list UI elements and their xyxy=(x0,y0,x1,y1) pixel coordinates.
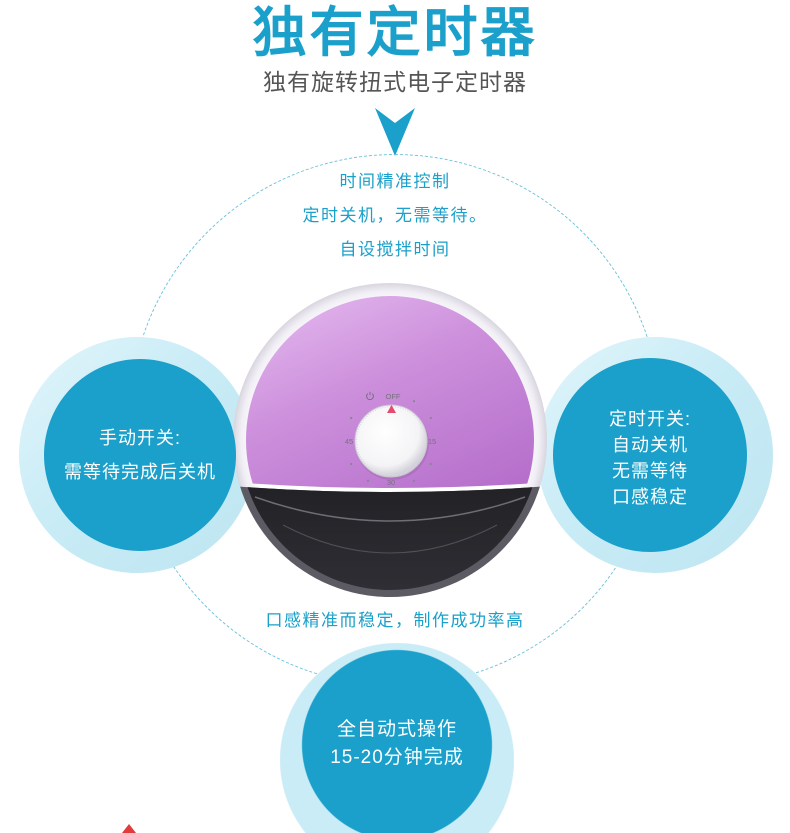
page-subtitle: 独有旋转扭式电子定时器 xyxy=(263,69,527,95)
timed-switch-desc: 口感稳定 xyxy=(612,487,688,507)
timed-switch-desc: 无需等待 xyxy=(612,461,688,481)
dial-label-45: 45 xyxy=(345,437,353,446)
red-corner-mark xyxy=(122,824,136,833)
dial-tick-dots xyxy=(350,400,432,482)
timer-info-line: 自设搅拌时间 xyxy=(339,240,451,259)
dial-label-30: 30 xyxy=(387,478,395,487)
manual-switch-desc: 需等待完成后关机 xyxy=(64,462,216,482)
dial-label-15: 15 xyxy=(428,437,436,446)
glass-bowl xyxy=(233,486,547,597)
timer-info-line: 时间精准控制 xyxy=(339,172,451,191)
timed-switch-desc: 自动关机 xyxy=(612,435,688,455)
timer-appliance: OFF 15 30 45 xyxy=(233,283,547,597)
down-arrow-icon xyxy=(375,108,415,156)
auto-operation-title: 全自动式操作 xyxy=(336,719,457,740)
timer-dial: OFF 15 30 45 xyxy=(345,391,436,487)
timed-switch-title: 定时开关: xyxy=(608,409,691,429)
timed-switch-badge: 定时开关: 自动关机 无需等待 口感稳定 xyxy=(553,358,747,552)
dial-off-label: OFF xyxy=(386,392,401,401)
stability-note: 口感精准而稳定，制作成功率高 xyxy=(265,611,525,630)
timer-info-line: 定时关机，无需等待。 xyxy=(302,206,488,225)
manual-switch-title: 手动开关: xyxy=(98,428,181,448)
auto-operation-duration: 15-20分钟完成 xyxy=(330,747,464,768)
auto-operation-badge: 全自动式操作 15-20分钟完成 xyxy=(280,643,514,833)
auto-operation-text: 全自动式操作 15-20分钟完成 xyxy=(280,716,514,772)
purple-lid xyxy=(246,296,534,488)
timer-info: 时间精准控制 定时关机，无需等待。 自设搅拌时间 xyxy=(195,165,595,267)
timer-knob xyxy=(354,404,428,478)
power-icon xyxy=(366,391,374,400)
page-title: 独有定时器 xyxy=(252,3,538,63)
pointer-triangle-icon xyxy=(387,405,396,413)
manual-switch-badge: 手动开关: 需等待完成后关机 xyxy=(44,359,236,551)
